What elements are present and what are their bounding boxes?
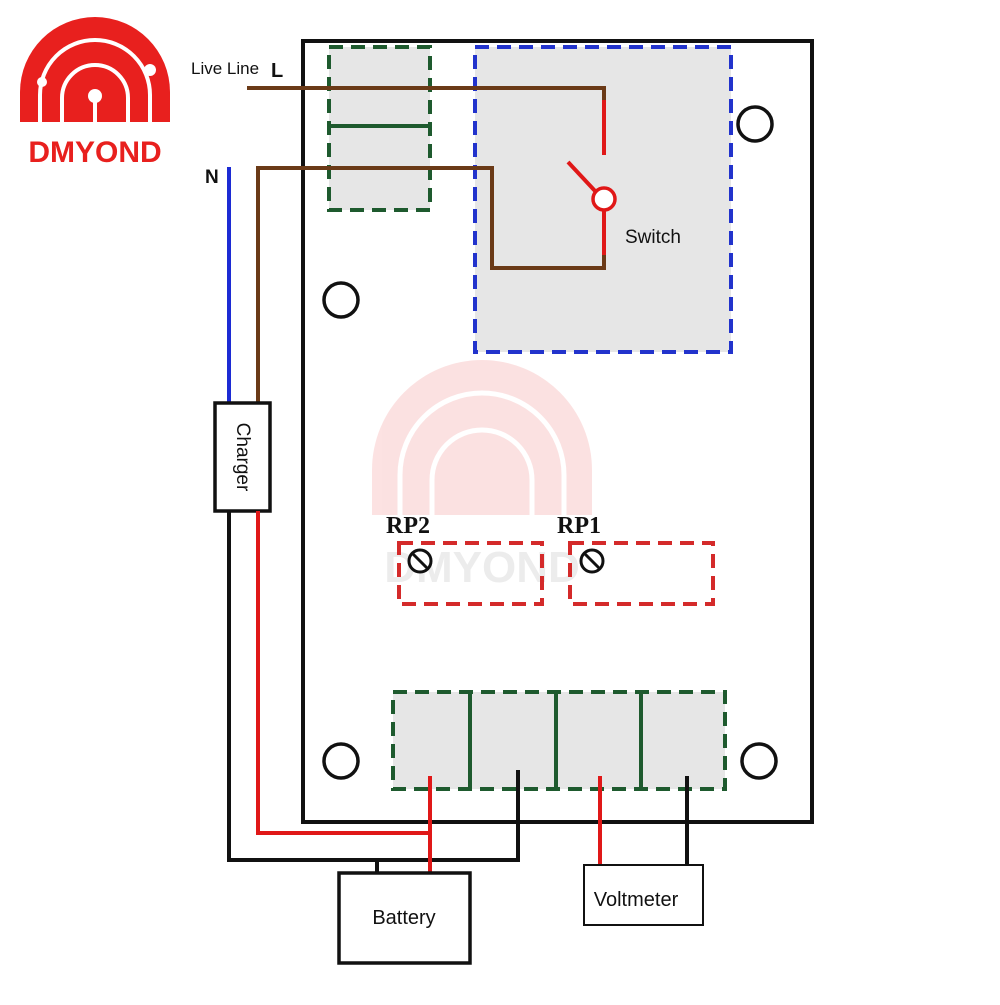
live-line-label: Live Line [191, 59, 259, 78]
voltmeter-label: Voltmeter [594, 889, 679, 911]
logo-dome [20, 17, 170, 122]
charger-label: Charger [232, 423, 253, 492]
charger-positive-wire [256, 511, 430, 835]
switch-label: Switch [625, 227, 681, 248]
battery-box [337, 871, 472, 965]
output-terminal-block [391, 690, 727, 791]
rp1-label: RP1 [557, 513, 601, 539]
charger-box [213, 401, 272, 513]
dmyond-logo: DMYOND [20, 17, 170, 169]
logo-wordmark: DMYOND [28, 136, 161, 169]
potentiometer-rp2 [397, 541, 544, 606]
rp2-label: RP2 [386, 513, 430, 539]
mounting-hole-bottom-right [740, 742, 778, 780]
mounting-hole-top-right [736, 105, 774, 143]
watermark-logo: DMYOND [372, 360, 592, 592]
ac-terminal-block [327, 45, 432, 212]
mounting-hole-bottom-left [322, 742, 360, 780]
mounting-hole-left [322, 281, 360, 319]
battery-label: Battery [372, 907, 435, 929]
switched-wire [256, 166, 606, 403]
pcb-board [301, 39, 814, 824]
switch-lever [566, 160, 598, 194]
potentiometer-rp1 [568, 541, 715, 606]
voltmeter-box [583, 864, 704, 926]
switch-pivot [591, 186, 617, 212]
live-letter-label: L [271, 60, 283, 82]
neutral-letter-label: N [205, 167, 219, 188]
charger-negative-wire [227, 511, 520, 862]
live-wire [247, 86, 606, 100]
